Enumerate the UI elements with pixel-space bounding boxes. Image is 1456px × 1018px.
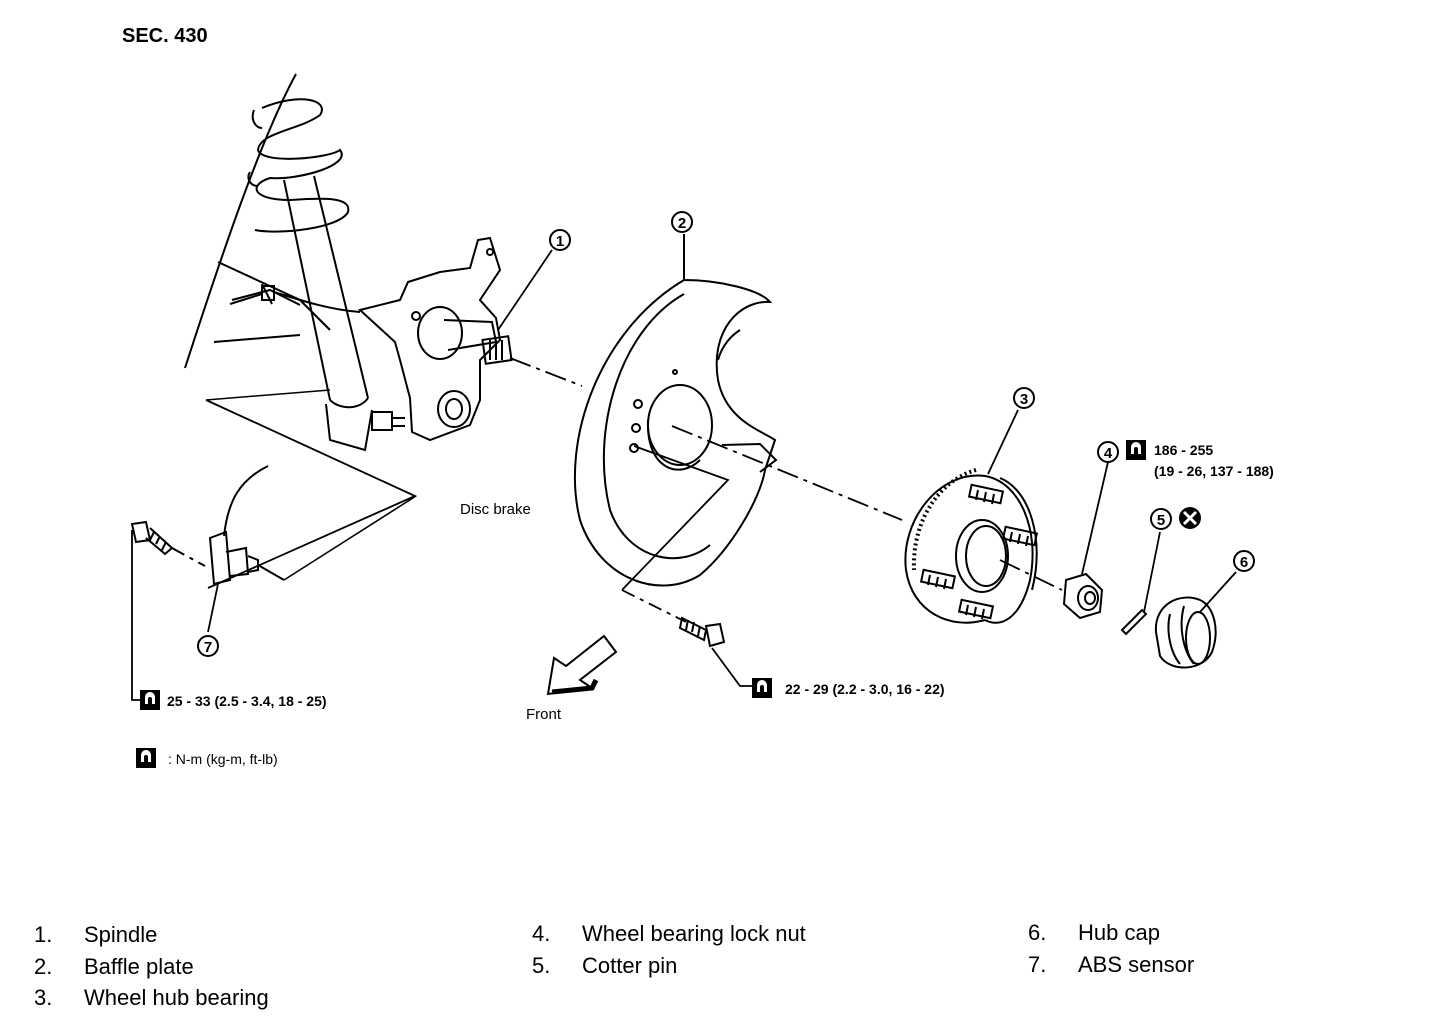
svg-text:3: 3 xyxy=(1020,391,1028,408)
callout-5: 5 xyxy=(1150,508,1172,530)
strut-assembly xyxy=(184,73,513,589)
callout-1: 1 xyxy=(549,229,571,251)
svg-text:1: 1 xyxy=(556,233,564,250)
replace-mark-icon xyxy=(1179,507,1201,529)
baffle-plate-drawing xyxy=(573,234,778,587)
disc-brake-label: Disc brake xyxy=(460,501,531,518)
baffle-bolt-drawing xyxy=(678,616,726,648)
callout-7: 7 xyxy=(197,635,219,657)
hub-cap-drawing xyxy=(1154,596,1217,669)
section-label: SEC. 430 xyxy=(122,25,208,47)
torque-hub-nut-line2: (19 - 26, 137 - 188) xyxy=(1154,463,1274,479)
callout-6: 6 xyxy=(1233,550,1255,572)
front-arrow-icon xyxy=(546,634,618,696)
wheel-hub-drawing xyxy=(904,468,1039,624)
abs-sensor-drawing xyxy=(130,465,417,586)
assembly-lines xyxy=(509,357,1063,591)
torque-units-key: : N-m (kg-m, ft-lb) xyxy=(168,751,278,767)
torque-icon xyxy=(752,678,772,698)
callout-4: 4 xyxy=(1097,441,1119,463)
svg-text:6: 6 xyxy=(1240,554,1248,571)
svg-text:2: 2 xyxy=(678,215,686,232)
front-label: Front xyxy=(526,706,562,723)
torque-abs-bolt: 25 - 33 (2.5 - 3.4, 18 - 25) xyxy=(167,693,327,709)
cotter-pin-drawing xyxy=(1120,608,1148,636)
bolt-lines xyxy=(621,445,730,623)
leader-lines xyxy=(131,249,1237,701)
callout-2: 2 xyxy=(671,211,693,233)
torque-icon xyxy=(140,690,160,710)
svg-text:5: 5 xyxy=(1157,512,1165,529)
torque-hub-nut-line1: 186 - 255 xyxy=(1154,442,1213,458)
torque-icon xyxy=(1126,440,1146,460)
callout-3: 3 xyxy=(1013,387,1035,409)
lock-nut-drawing xyxy=(1062,572,1104,620)
torque-baffle-bolt: 22 - 29 (2.2 - 3.0, 16 - 22) xyxy=(785,681,945,697)
parts-legend: 1. Spindle 2. Baffle plate 3. Wheel hub … xyxy=(34,920,1195,1010)
svg-text:7: 7 xyxy=(204,639,212,656)
svg-text:4: 4 xyxy=(1104,445,1113,462)
torque-icon xyxy=(136,748,156,768)
